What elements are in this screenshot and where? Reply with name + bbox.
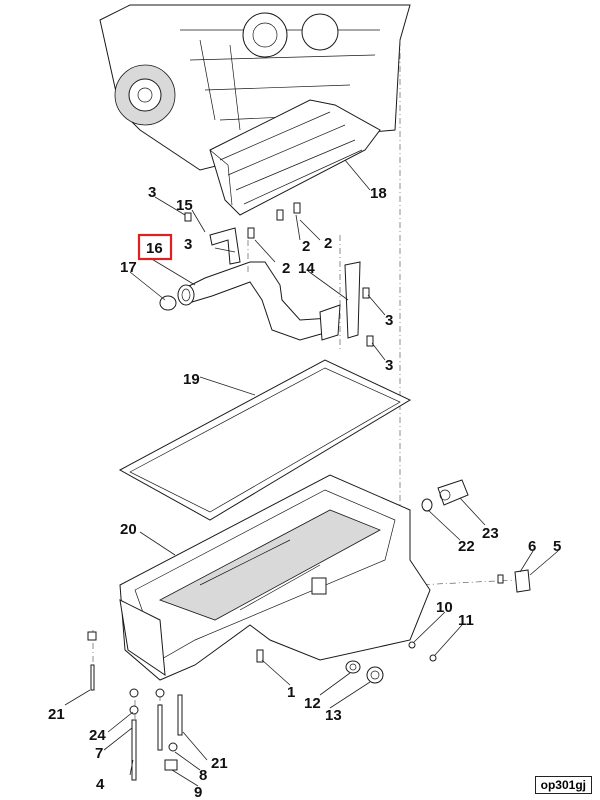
callout-labels: 3 15 3 16 17 2 14 2 2 18 3 3 19 20 22 23…	[48, 184, 561, 800]
callout-3: 3	[385, 357, 393, 374]
support-bracket	[344, 261, 361, 339]
callout-11: 11	[458, 612, 474, 629]
baffle-bolts	[184, 202, 374, 347]
callout-4: 4	[96, 776, 105, 793]
callout-1: 1	[287, 684, 295, 701]
drain-plug-group	[345, 660, 384, 684]
callout-3: 3	[148, 184, 156, 201]
callout-8: 8	[199, 767, 207, 784]
callout-7: 7	[95, 745, 103, 762]
plug-fitting	[497, 569, 531, 593]
callout-22: 22	[458, 538, 475, 555]
callout-16: 16	[146, 240, 163, 257]
small-washers	[408, 641, 437, 662]
callout-23: 23	[482, 525, 499, 542]
callout-13: 13	[325, 707, 342, 724]
leader-lines	[64, 159, 559, 787]
callout-2: 2	[324, 235, 332, 252]
pan-bolts	[87, 631, 264, 781]
callout-2: 2	[282, 260, 290, 277]
oil-pickup-tube	[177, 261, 341, 341]
callout-20: 20	[120, 521, 137, 538]
callout-14: 14	[298, 260, 315, 277]
pickup-bracket	[209, 227, 241, 265]
oil-pan	[119, 474, 431, 681]
callout-15: 15	[176, 197, 193, 214]
callout-2: 2	[302, 238, 310, 255]
callout-9: 9	[194, 784, 202, 800]
sensor-group	[421, 479, 469, 512]
callout-21: 21	[211, 755, 228, 772]
callout-21: 21	[48, 706, 65, 723]
oil-pan-gasket	[118, 359, 412, 521]
callout-18: 18	[370, 185, 387, 202]
callout-10: 10	[436, 599, 453, 616]
reference-code-label: op301gj	[534, 776, 592, 794]
callout-3: 3	[385, 312, 393, 329]
baffle-plate	[209, 99, 381, 216]
callout-19: 19	[183, 371, 200, 388]
callout-6: 6	[528, 538, 536, 555]
callout-12: 12	[304, 695, 321, 712]
callout-3: 3	[184, 236, 192, 253]
callout-17: 17	[120, 259, 137, 276]
callout-24: 24	[89, 727, 106, 744]
callout-5: 5	[553, 538, 561, 555]
highlight-box	[137, 233, 173, 261]
